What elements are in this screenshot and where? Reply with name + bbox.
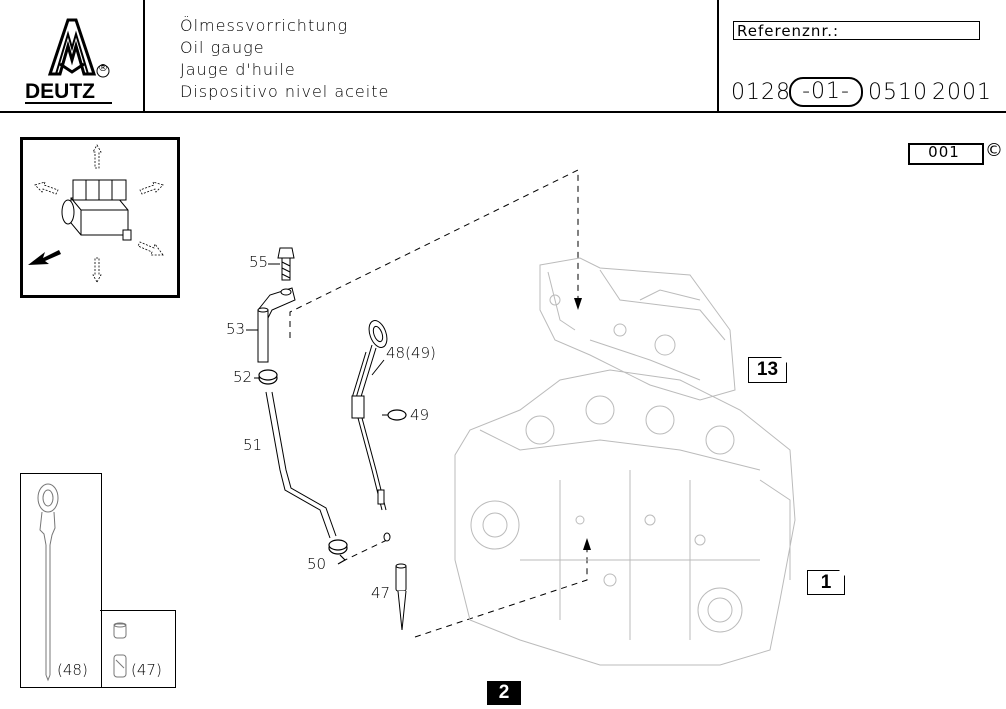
reference-number-part1: 0128 (731, 80, 791, 105)
header-divider-left (143, 0, 145, 111)
guide-tube-51 (265, 391, 337, 539)
callout-53: 53 (226, 320, 246, 338)
dipstick-48 (351, 320, 388, 511)
orientation-thumbnail (20, 137, 180, 298)
title-spanish: Dispositivo nivel aceite (180, 82, 390, 101)
ref-box-group-1[interactable]: 1 (807, 570, 845, 595)
brand-underline (25, 102, 112, 104)
bracket-53 (257, 287, 296, 363)
engine-block-ghost (454, 369, 796, 666)
callout-50: 50 (307, 555, 327, 573)
callout-47: 47 (371, 584, 391, 602)
variant-panel-sub (100, 610, 176, 688)
header-bottom-rule (0, 111, 1006, 113)
variant-label-48: (48) (57, 661, 88, 679)
page-code: 001 (928, 143, 960, 161)
callout-52: 52 (233, 368, 253, 386)
title-french: Jauge d'huile (180, 60, 296, 79)
variant-label-47: (47) (131, 661, 162, 679)
reference-number-part2: -01- (789, 77, 863, 107)
reference-number-part4: 2001 (932, 80, 992, 105)
ref-box-group-2[interactable]: 2 (487, 681, 521, 705)
brand-name: DEUTZ (25, 80, 95, 103)
clamp-50 (328, 539, 348, 565)
callout-51: 51 (243, 436, 263, 454)
o-ring-49 (387, 409, 407, 421)
deutz-logo-icon (47, 18, 110, 78)
callout-48-49: 48(49) (386, 344, 436, 362)
ref-box-group-13[interactable]: 13 (748, 357, 787, 383)
reference-number-part3: 0510 (868, 80, 928, 105)
bolt-55 (277, 247, 295, 281)
callout-49: 49 (410, 406, 430, 424)
title-english: Oil gauge (180, 38, 265, 57)
callout-55: 55 (249, 253, 269, 271)
header-divider-right (717, 0, 719, 111)
cylinder-head-cover-ghost (539, 257, 736, 401)
deutz-logo: ® DEUTZ (20, 14, 130, 104)
engine-orientation-icon (28, 144, 164, 283)
reference-label: Referenznr.: (733, 21, 980, 40)
adapter-47 (395, 563, 407, 631)
assembly-leader-lines (289, 169, 588, 638)
registered-mark: ® (98, 63, 108, 74)
clamp-52 (258, 369, 278, 385)
title-german: Ölmessvorrichtung (180, 16, 349, 35)
copyright-mark: © (985, 140, 1003, 161)
page-code-box (908, 143, 984, 165)
variant-panel (20, 473, 102, 688)
